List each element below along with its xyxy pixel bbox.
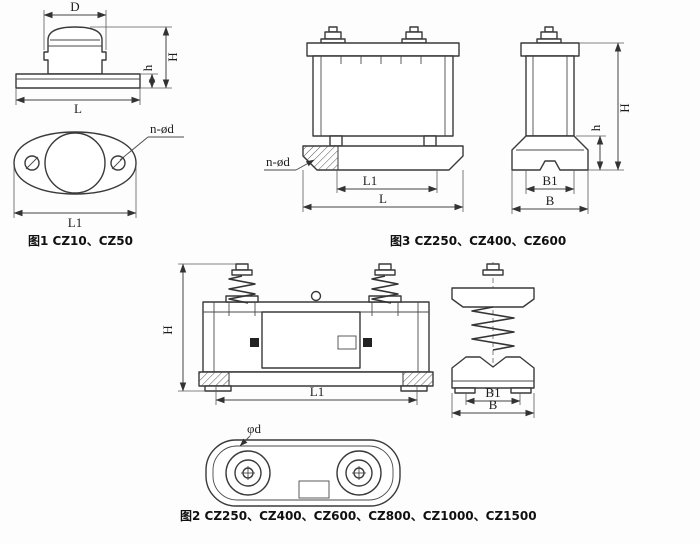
fig2-dim-B-label: B: [489, 397, 498, 412]
fig3-dim-h-label: h: [588, 124, 603, 131]
figure1-group: D H h L n-ød: [13, 0, 184, 248]
fig2-foot-right: [400, 385, 428, 392]
fig2-side-view: B1 B: [451, 262, 535, 418]
fig1-hole-left: [24, 155, 40, 171]
fig3-side-bolt-cap: [544, 26, 554, 33]
fig1-center-bore: [44, 132, 106, 194]
fig3-stem-left: [329, 135, 343, 147]
fig3-dim-nd-label: n-ød: [266, 154, 290, 169]
fig3-dim-B-label: B: [546, 193, 555, 208]
fig3-side-base: [511, 135, 589, 171]
fig2-plan-bolt-right-outer: [336, 450, 382, 496]
fig3-bolt2-nut: [405, 31, 423, 40]
fig1-dim-h-label: h: [140, 64, 155, 71]
fig2-foot-left: [204, 385, 232, 392]
fig1-base-plate: [15, 73, 141, 89]
fig2-plan-inner: [212, 445, 394, 501]
fig1-dim-L1-label: L1: [68, 215, 82, 230]
fig1-side-view: D H h L: [15, 0, 180, 116]
figure3-group: n-ød L1 L: [264, 26, 632, 248]
fig2-front-view: H L1: [160, 263, 434, 405]
fig1-dim-nd-label: n-ød: [150, 121, 174, 136]
fig2-bolt-right-nut: [378, 263, 392, 271]
fig3-top-plate: [306, 42, 460, 57]
fig1-dim-H-label: H: [165, 52, 180, 61]
fig2-side-top-bracket: [451, 287, 535, 308]
fig3-bolt2-cap: [409, 26, 419, 33]
fig2-side-bolt-nut: [486, 263, 500, 271]
fig2-dim-B1-label: B1: [485, 385, 500, 400]
fig2-base-hatch-left: [198, 371, 230, 387]
fig3-base-section-hatch: [302, 145, 339, 171]
fig2-bolt-right-washer: [374, 269, 396, 276]
fig2-center-block-detail: [337, 335, 357, 350]
fig3-side-top-plate: [520, 42, 580, 57]
fig2-section-mark-left: [250, 338, 259, 347]
fig2-section-mark-right: [363, 338, 372, 347]
fig2-side-spring: [471, 306, 515, 351]
fig2-dim-L1-label: L1: [310, 384, 324, 399]
fig2-base-hatch-right: [402, 371, 434, 387]
fig2-plan-bolt-left-outer: [225, 450, 271, 496]
fig3-dim-B1-label: B1: [542, 173, 557, 188]
fig2-lifting-eye: [310, 290, 322, 302]
fig3-caption: 图3 CZ250、CZ400、CZ600: [390, 234, 566, 248]
fig1-top-view: n-ød L1: [13, 121, 184, 230]
fig3-side-view: H h B1 B: [511, 26, 632, 214]
fig2-dim-d-label: φd: [247, 421, 262, 436]
fig1-dim-L-label: L: [74, 101, 82, 116]
fig2-plan-slot: [298, 480, 330, 499]
fig2-caption: 图2 CZ250、CZ400、CZ600、CZ800、CZ1000、CZ1500: [180, 509, 537, 523]
fig3-stem-right: [423, 135, 437, 147]
fig3-bolt1-cap: [328, 26, 338, 33]
fig3-dim-L1-label: L1: [363, 173, 377, 188]
fig3-side-body: [525, 55, 575, 137]
fig1-flange-outline: [13, 131, 137, 195]
fig3-side-bolt-nut: [540, 31, 558, 40]
fig1-hole-right: [110, 155, 126, 171]
fig2-plan-outer: [205, 439, 401, 507]
fig2-side-foot-right: [510, 387, 532, 394]
fig3-bolt1-nut: [324, 31, 342, 40]
fig3-dim-H-label: H: [617, 103, 632, 112]
fig1-caption: 图1 CZ10、CZ50: [28, 234, 133, 248]
fig2-base-plan-view: φd: [205, 421, 401, 507]
fig1-dim-D-label: D: [70, 0, 79, 14]
fig1-cap-outline: [43, 26, 107, 75]
fig2-side-bottom-bracket: [451, 356, 535, 389]
figure2-group: H L1 B1 B: [160, 262, 537, 523]
fig2-spring-left: [228, 275, 256, 304]
fig2-center-block: [261, 311, 361, 369]
fig2-spring-right: [371, 275, 399, 304]
fig3-front-view: n-ød L1 L: [264, 26, 464, 212]
fig2-side-bolt-washer: [482, 269, 504, 276]
fig2-bolt-left-nut: [235, 263, 249, 271]
fig2-dim-H-label: H: [160, 325, 175, 334]
fig2-bolt-left-washer: [231, 269, 253, 276]
fig2-side-foot-left: [454, 387, 476, 394]
fig3-body: [312, 55, 454, 137]
fig3-dim-L-label: L: [379, 191, 387, 206]
